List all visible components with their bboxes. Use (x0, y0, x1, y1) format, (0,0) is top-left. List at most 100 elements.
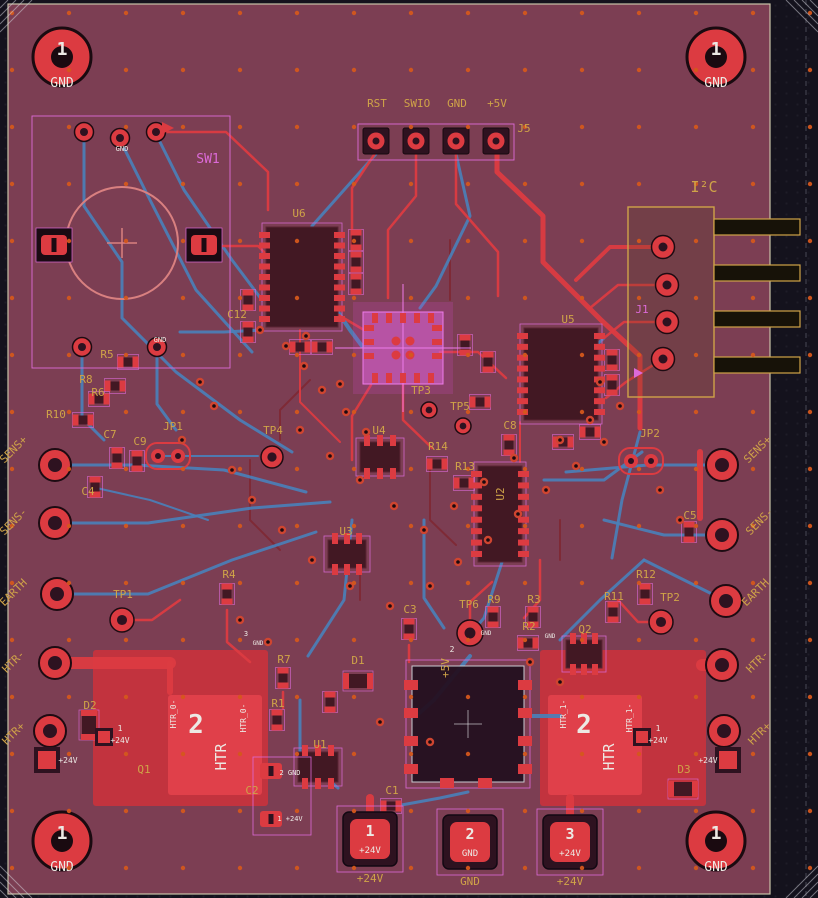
part-body (278, 669, 288, 687)
u6-qfn-chip[interactable] (335, 284, 471, 412)
smd-diode[interactable] (667, 778, 699, 800)
edge-terminals (33, 448, 743, 773)
pad (606, 374, 618, 381)
smd-passive[interactable] (469, 394, 491, 410)
smd-passive[interactable] (104, 378, 126, 394)
ic-power-module[interactable] (404, 659, 532, 789)
smd-passive[interactable] (501, 434, 517, 456)
via-hole (428, 740, 432, 744)
smd-passive[interactable] (129, 450, 145, 472)
pad-hole (116, 134, 124, 142)
smd-passive[interactable] (604, 374, 620, 396)
smd-passive[interactable] (219, 583, 235, 605)
smd-passive[interactable] (426, 456, 448, 472)
sw1-rotary-switch[interactable] (31, 115, 231, 369)
grid-dot (750, 67, 756, 73)
grid-dot (408, 67, 414, 73)
grid-dot (579, 124, 585, 130)
corner-hatch (0, 881, 17, 898)
smd-passive[interactable] (322, 691, 338, 713)
grid-dot (579, 10, 585, 16)
smd-diode[interactable] (78, 709, 100, 741)
pad (403, 618, 415, 625)
ic-u5[interactable] (517, 323, 605, 425)
pad (400, 313, 406, 323)
grid-dot (237, 238, 243, 244)
ic-body (297, 751, 339, 783)
grid-dot (9, 352, 15, 358)
smd-passive[interactable] (269, 709, 285, 731)
label-r13: R13 (455, 460, 475, 473)
pad (350, 244, 362, 251)
pad (259, 274, 270, 280)
smd-passive[interactable] (348, 229, 364, 251)
pad (518, 493, 529, 500)
smd-passive[interactable] (72, 412, 94, 428)
via-hole (310, 558, 314, 562)
ic-u1[interactable] (293, 745, 343, 789)
pad (594, 354, 605, 361)
smd-passive[interactable] (637, 583, 653, 605)
grid-dot (294, 238, 300, 244)
pad (414, 313, 420, 323)
smd-passive[interactable] (457, 334, 473, 356)
smd-passive[interactable] (311, 339, 333, 355)
grid-dot (237, 181, 243, 187)
power-terminal-pad[interactable]: 3+24V (536, 808, 604, 876)
solder-jumper[interactable] (618, 447, 664, 475)
label-c1: C1 (385, 784, 398, 797)
smd-passive[interactable] (681, 521, 697, 543)
power-pad (168, 695, 262, 795)
via-hole (618, 404, 622, 408)
ic-u3[interactable] (323, 533, 371, 575)
pad (404, 764, 418, 774)
pad (89, 491, 101, 498)
power-terminal-pad[interactable]: 1+24V (336, 805, 404, 873)
smd-passive[interactable] (525, 606, 541, 628)
pad (517, 409, 528, 415)
smd-passive[interactable] (485, 606, 501, 628)
j5-header[interactable] (357, 123, 515, 161)
grid-dot (408, 523, 414, 529)
label-r4: R4 (222, 568, 236, 581)
label-htr_0-: HTR_0- (239, 704, 248, 733)
smd-passive[interactable] (109, 447, 125, 469)
grid-dot (465, 10, 471, 16)
corner-hatch (793, 873, 818, 898)
pad (517, 354, 528, 361)
solder-jumper[interactable] (145, 442, 191, 470)
ic-u6[interactable] (259, 222, 345, 332)
smd-passive[interactable] (517, 635, 539, 651)
i2c-connector[interactable] (627, 206, 801, 398)
smd-passive[interactable] (240, 289, 256, 311)
smd-passive[interactable] (604, 349, 620, 371)
ic-u4[interactable] (355, 435, 405, 479)
smd-passive[interactable] (401, 618, 417, 640)
header-pin-label: GND (447, 97, 467, 110)
smd-passive[interactable] (579, 424, 601, 440)
smd-passive[interactable] (348, 251, 364, 273)
smd-passive[interactable] (480, 351, 496, 373)
pad (311, 341, 318, 353)
grid-dot (579, 181, 585, 187)
smd-passive[interactable] (240, 321, 256, 343)
smd-passive[interactable] (348, 273, 364, 295)
smd-passive[interactable] (605, 601, 621, 623)
smd-diode[interactable] (342, 670, 374, 692)
via-hole (348, 584, 352, 588)
smd-passive[interactable] (275, 667, 291, 689)
pad (277, 667, 289, 674)
c2-capacitor[interactable] (252, 756, 312, 836)
grid-dot (123, 352, 129, 358)
smd-passive[interactable] (88, 391, 110, 407)
pad-hole (628, 458, 634, 464)
pad-hole (662, 280, 672, 290)
smd-passive[interactable] (87, 476, 103, 498)
